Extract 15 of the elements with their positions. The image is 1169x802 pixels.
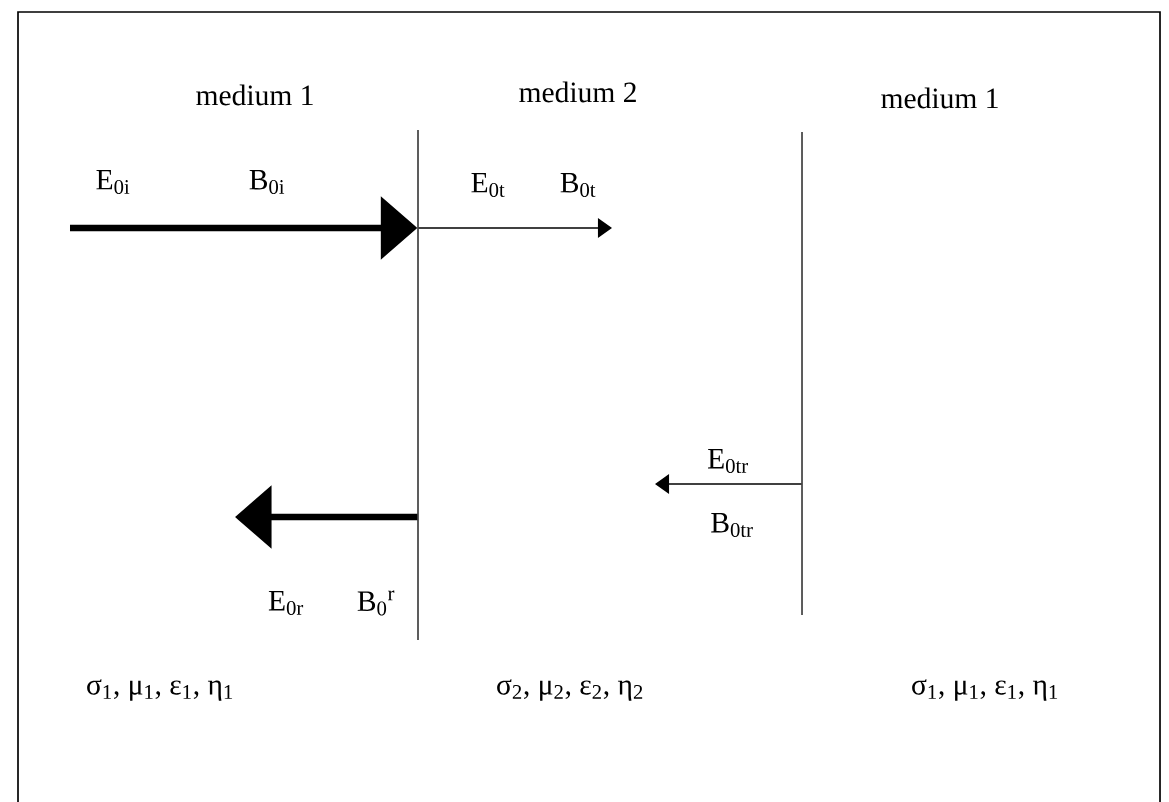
parameter-list: σ$_{1}$, μ$_{1}$, ε$_{1}$, η$_{1}$ [912, 679, 1058, 701]
parameter-list: σ$_{2}$, μ$_{2}$, ε$_{2}$, η$_{2}$ [497, 679, 643, 701]
medium-label: medium 1 [881, 87, 998, 109]
parameter-list: σ$_{1}$, μ$_{1}$, ε$_{1}$, η$_{1}$ [87, 679, 233, 701]
field-label: B$_{0tr}$ [711, 513, 753, 537]
field-label: B$_{0i}$ [249, 170, 285, 194]
interface-line [801, 131, 803, 616]
field-label: E$_{0i}$ [96, 170, 130, 194]
interface-line [417, 129, 419, 641]
field-label: B$_{0t}$ [560, 173, 596, 197]
field-label: E$_{0tr}$ [708, 449, 748, 473]
medium-label: medium 2 [519, 81, 636, 103]
field-label: E$_{0r}$ [268, 591, 304, 615]
medium-label: medium 1 [196, 84, 313, 106]
field-label: E$_{0t}$ [471, 173, 505, 197]
